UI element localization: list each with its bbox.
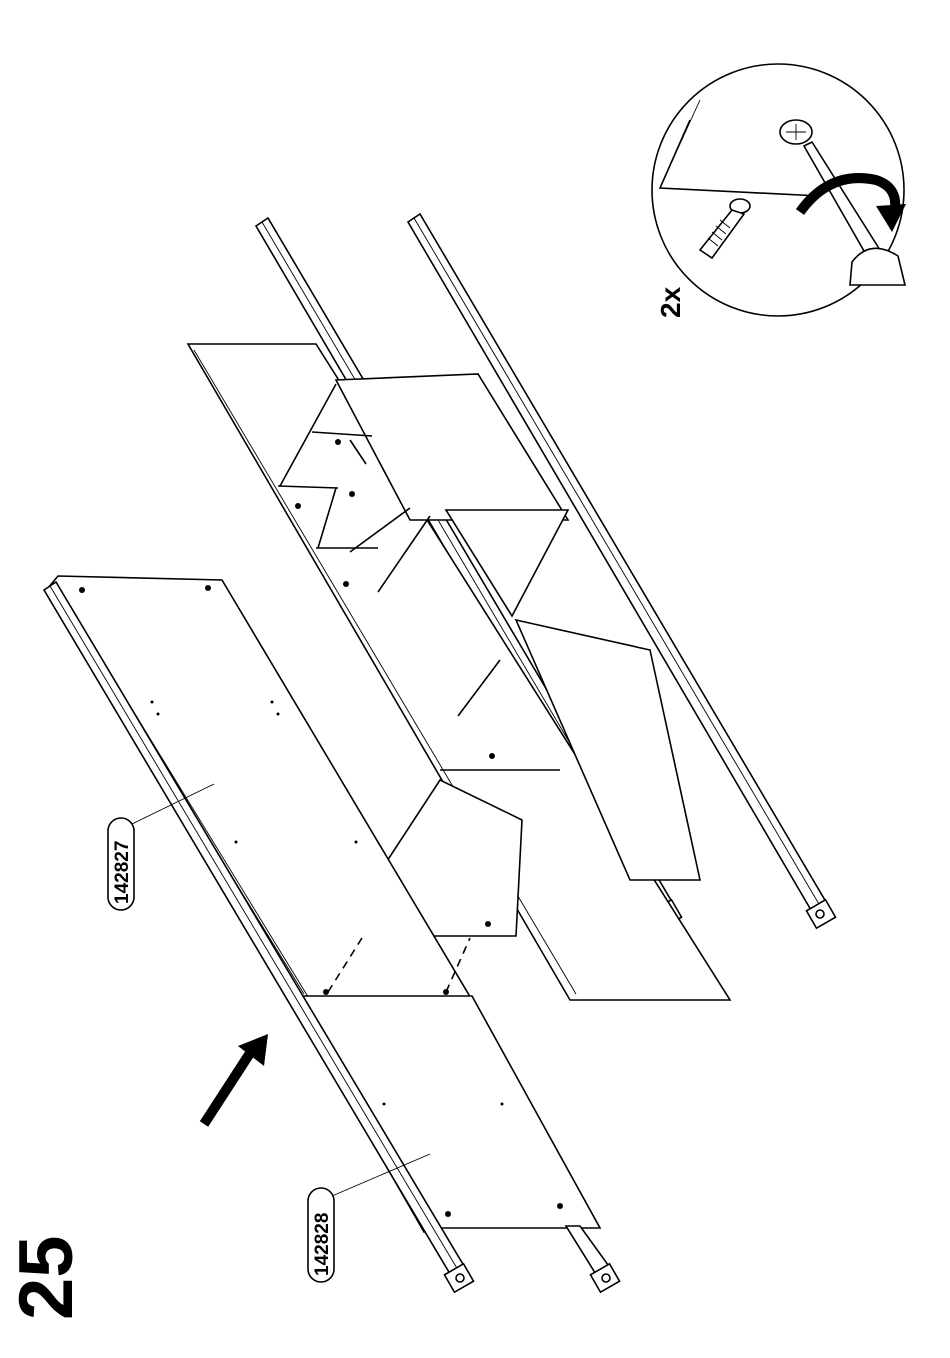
step-number: 25 <box>4 1235 89 1320</box>
part-number: 142827 <box>112 841 133 904</box>
panel-142828 <box>290 989 600 1232</box>
screw-head-icon <box>780 120 812 144</box>
quantity-label: 2x <box>655 286 686 318</box>
detail-circle <box>652 64 906 316</box>
part-number: 142828 <box>312 1213 333 1276</box>
rail-front-right <box>566 1226 620 1292</box>
insert-direction-arrow-icon <box>204 1034 268 1124</box>
